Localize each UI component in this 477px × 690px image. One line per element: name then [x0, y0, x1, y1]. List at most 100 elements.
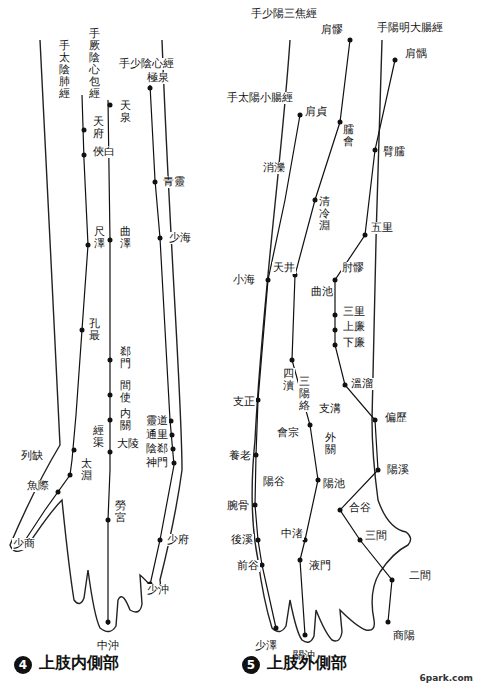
acupoint-dot: [108, 393, 113, 398]
vertical-label: 郄門: [119, 346, 132, 370]
acupoint-dot: [82, 153, 87, 158]
point-label: 商陽: [392, 630, 416, 642]
point-label: 通里: [145, 429, 169, 441]
acupoint-dot: [256, 398, 261, 403]
vertical-label: 天泉: [119, 100, 132, 124]
point-label: 會宗: [276, 427, 300, 439]
point-label: 腕骨: [226, 500, 250, 512]
acupoint-dot: [298, 113, 303, 118]
acupoint-dot: [373, 148, 378, 153]
acupoint-dot: [290, 358, 295, 363]
acupoint-dot: [82, 128, 87, 133]
point-label: 列缺: [20, 450, 44, 462]
callout-number: 4: [14, 656, 32, 674]
meridian-line: [335, 60, 395, 622]
acupoint-dot: [108, 103, 113, 108]
acupoint-dot: [170, 433, 175, 438]
vertical-label: 尺澤: [93, 226, 106, 250]
acupoint-dot: [348, 38, 353, 43]
section-heading: 上肢内側部: [38, 654, 120, 672]
point-label: 五里: [370, 222, 394, 234]
point-label: 小海: [232, 274, 256, 286]
point-label: 支正: [232, 396, 256, 408]
acupoint-dot: [56, 490, 61, 495]
point-label: 少海: [168, 232, 192, 244]
acupoint-dot: [333, 343, 338, 348]
point-label: 少澤: [254, 640, 278, 652]
vertical-label: 手太陰肺經: [58, 40, 71, 100]
point-label: 魚際: [26, 480, 50, 492]
vertical-label: 孔最: [88, 318, 101, 342]
acupoint-dot: [333, 278, 338, 283]
vertical-label: 天府: [92, 116, 105, 140]
point-label: 中渚: [280, 528, 304, 540]
vertical-label: 手厥陰心包經: [88, 28, 101, 101]
vertical-label: 四瀆: [282, 368, 295, 392]
vertical-label: 外關: [324, 432, 337, 456]
vertical-label: 臑會: [342, 124, 355, 148]
point-label: 大陵: [116, 438, 140, 450]
point-label: 二間: [408, 570, 432, 582]
point-label: 中沖: [96, 640, 120, 652]
point-label: 肩貞: [304, 106, 328, 118]
acupoint-dot: [316, 478, 321, 483]
acupoint-dot: [386, 620, 391, 625]
point-label: 少商: [12, 538, 36, 550]
point-label: 肩髎: [320, 24, 344, 36]
acupoint-dot: [254, 453, 259, 458]
point-label: 極泉: [146, 72, 170, 84]
vertical-label: 曲澤: [119, 226, 132, 250]
meridian-line: [22, 95, 88, 545]
acupoint-dot: [108, 418, 113, 423]
acupoint-dot: [373, 418, 378, 423]
acupoint-dot: [108, 358, 113, 363]
acupoint-dot: [108, 238, 113, 243]
acupoint-dot: [171, 447, 176, 452]
acupoint-dot: [158, 236, 163, 241]
acupoint-dot: [172, 461, 177, 466]
acupoint-dot: [169, 419, 174, 424]
point-label: 三間: [364, 530, 388, 542]
point-label: 支溝: [318, 403, 342, 415]
vertical-label: 勞宮: [114, 500, 127, 524]
acupoint-dot: [343, 383, 348, 388]
acupoint-dot: [108, 450, 113, 455]
point-label: 三里: [342, 306, 366, 318]
vertical-label: 經渠: [92, 425, 105, 449]
point-label: 偏歷: [384, 412, 408, 424]
point-label: 溫溜: [350, 378, 374, 390]
point-label: 手陽明大腸經: [376, 22, 444, 34]
point-label: 天井: [272, 262, 296, 274]
vertical-label: 間使: [119, 380, 132, 404]
point-label: 陽池: [322, 478, 346, 490]
meridian-line: [255, 115, 300, 628]
point-label: 手少陰心經: [118, 58, 175, 70]
point-label: 陽溪: [386, 464, 410, 476]
acupoint-dot: [158, 538, 163, 543]
acupoint-dot: [298, 558, 303, 563]
point-label: 上廉: [342, 321, 366, 333]
acupoint-dot: [106, 620, 111, 625]
point-label: 陰郄: [145, 443, 169, 455]
acupoint-dot: [68, 473, 73, 478]
acupoint-dot: [363, 233, 368, 238]
point-label: 液門: [308, 560, 332, 572]
vertical-label: 三陽絡: [298, 376, 311, 412]
point-label: 少沖: [146, 584, 170, 596]
acupoint-dot: [338, 508, 343, 513]
acupoint-dot: [274, 626, 279, 631]
acupoint-dot: [308, 423, 313, 428]
point-label: 前谷: [236, 560, 260, 572]
vertical-label: 太淵: [80, 458, 93, 482]
point-label: 手太陽小腸經: [226, 92, 294, 104]
point-label: 曲池: [310, 286, 334, 298]
point-label: 肩髃: [404, 48, 428, 60]
point-label: 靈道: [145, 415, 169, 427]
section-heading: 上肢外側部: [266, 654, 348, 672]
point-label: 肘髎: [341, 262, 365, 274]
point-label: 下廉: [342, 337, 366, 349]
point-label: 陽谷: [262, 476, 286, 488]
right-arm-outline: [252, 40, 410, 642]
acupoint-dot: [148, 86, 153, 91]
